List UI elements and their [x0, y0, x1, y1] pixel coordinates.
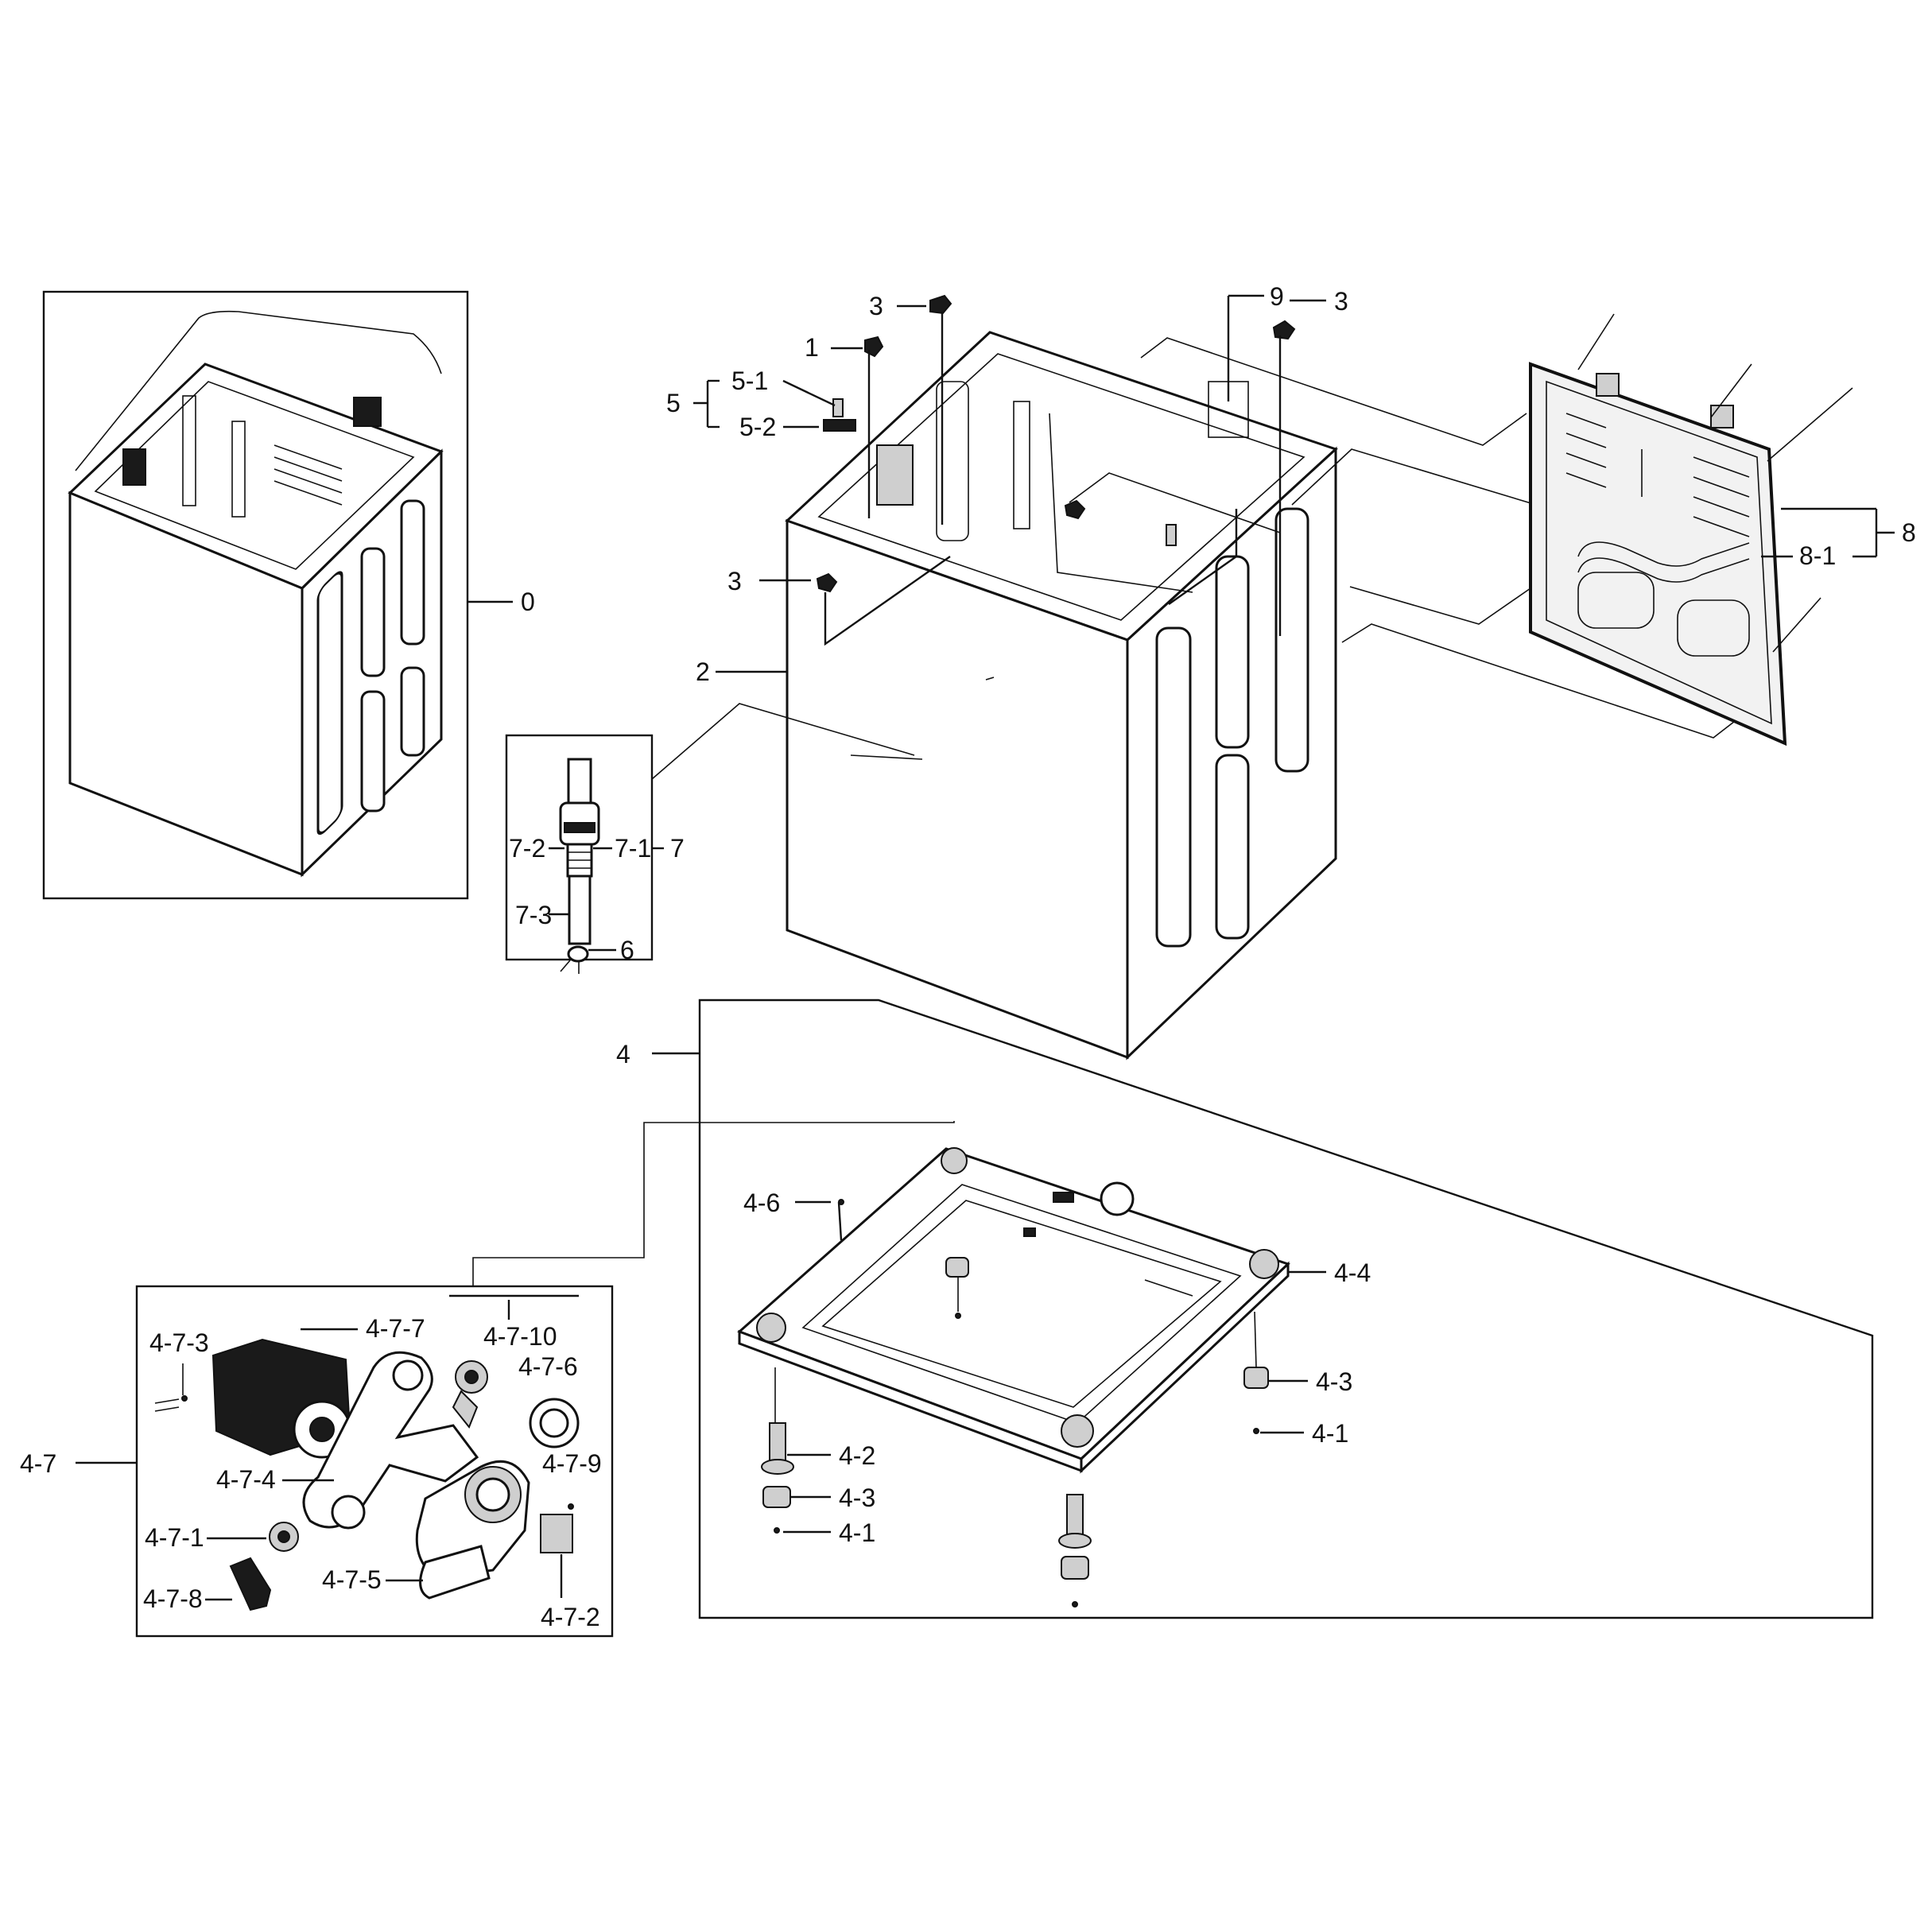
label-4-2: 4-2 — [839, 1441, 875, 1470]
label-9-group: 9 — [1168, 282, 1284, 605]
base-group-box: 4 — [616, 999, 1874, 1619]
label-2-group: 2 — [696, 657, 787, 686]
label-4-7-8: 4-7-8 — [143, 1584, 203, 1613]
label-4-7-1: 4-7-1 — [145, 1523, 204, 1552]
label-4-3-right-group: 4-3 — [1268, 1367, 1352, 1396]
label-3-right-group: 3 — [1278, 287, 1348, 636]
label-4: 4 — [616, 1040, 630, 1068]
label-0-group: 0 — [467, 588, 535, 616]
label-1: 1 — [805, 333, 819, 362]
label-7-2: 7-2 — [509, 834, 545, 863]
label-4-1-right: 4-1 — [1312, 1419, 1348, 1448]
label-5-1: 5-1 — [731, 366, 768, 395]
label-3-right: 3 — [1334, 287, 1348, 316]
label-4-7-3: 4-7-3 — [149, 1328, 209, 1357]
base-frame — [737, 1147, 1290, 1474]
label-4-3-right: 4-3 — [1316, 1367, 1352, 1396]
label-4-7-6: 4-7-6 — [518, 1352, 578, 1381]
assembled-cabinet-inset — [42, 290, 469, 900]
pump-parts — [154, 1294, 580, 1611]
label-8-group: 8 8-1 — [1761, 507, 1916, 570]
label-4-7-5: 4-7-5 — [322, 1565, 382, 1594]
label-4-7-10: 4-7-10 — [483, 1322, 557, 1351]
label-2: 2 — [696, 657, 710, 686]
label-4-6: 4-6 — [743, 1189, 780, 1217]
label-4-2-group: 4-2 — [787, 1441, 875, 1470]
label-6-group: 6 — [560, 936, 634, 974]
label-8: 8 — [1902, 518, 1916, 547]
label-4-7: 4-7 — [20, 1449, 56, 1478]
label-4-7-4: 4-7-4 — [216, 1465, 276, 1494]
label-4-7-7: 4-7-7 — [366, 1314, 425, 1343]
label-5-2: 5-2 — [739, 413, 776, 441]
label-4-4-group: 4-4 — [1288, 1258, 1371, 1287]
label-7-3: 7-3 — [515, 901, 552, 929]
label-4-6-group: 4-6 — [743, 1189, 844, 1241]
bracket-parts — [816, 294, 1296, 593]
label-3-left: 3 — [727, 567, 742, 595]
hose-inset: 7-2 7-1 7-3 7 — [505, 703, 915, 961]
label-3-top: 3 — [869, 292, 883, 320]
label-7: 7 — [670, 834, 685, 863]
label-8-1: 8-1 — [1799, 541, 1836, 570]
label-3-left-group: 3 — [727, 556, 951, 646]
label-4-1-left: 4-1 — [839, 1518, 875, 1547]
label-0: 0 — [521, 588, 535, 616]
label-5-group: 5 5-1 5-2 — [666, 366, 836, 441]
label-4-3-left-group: 4-3 — [791, 1483, 875, 1512]
pump-group-box: 4-7 — [20, 1121, 955, 1638]
label-4-4: 4-4 — [1334, 1258, 1371, 1287]
label-4-1-left-group: 4-1 — [783, 1518, 875, 1547]
label-7-1: 7-1 — [615, 834, 651, 863]
label-9: 9 — [1270, 282, 1284, 311]
back-panel — [1529, 313, 1853, 747]
label-4-7-9: 4-7-9 — [542, 1449, 602, 1478]
label-5: 5 — [666, 389, 681, 417]
label-3-top-group: 3 — [869, 292, 944, 525]
pump-labels: 4-7-3 4-7-7 4-7-10 4-7-6 4-7-4 4-7-9 4-7… — [143, 1300, 602, 1631]
label-4-1-right-group: 4-1 — [1260, 1419, 1348, 1448]
main-cabinet — [785, 331, 1338, 1061]
feet-parts — [761, 1257, 1269, 1607]
label-1-group: 1 — [805, 333, 871, 518]
label-6: 6 — [620, 936, 634, 964]
label-4-7-2: 4-7-2 — [541, 1603, 600, 1631]
label-4-3-left: 4-3 — [839, 1483, 875, 1512]
